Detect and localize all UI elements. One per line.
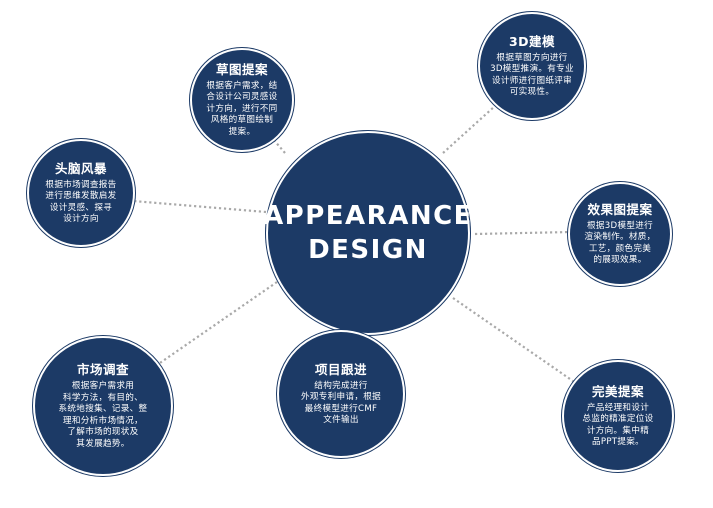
- node-market-text: 根据客户需求用 科学方法，有目的、 系统地搜集、记录、整 理和分析市场情况， 了…: [58, 381, 148, 449]
- connector-final: [452, 297, 584, 389]
- node-modeling-text: 根据草图方向进行 3D模型推演。有专业 设计师进行图纸评审 可实现性。: [490, 52, 574, 98]
- node-follow: 项目跟进 结构完成进行 外观专利申请，根据 最终模型进行CMF 文件输出: [277, 330, 405, 458]
- node-sketch: 草图提案 根据客户需求，结 合设计公司灵感设 计方向，进行不同 风格的草图绘制 …: [190, 48, 294, 152]
- connector-brainstorm: [132, 199, 267, 214]
- node-sketch-text: 根据客户需求，结 合设计公司灵感设 计方向，进行不同 风格的草图绘制 提案。: [206, 80, 278, 137]
- node-rendering-title: 效果图提案: [587, 201, 653, 217]
- connector-rendering: [474, 230, 572, 236]
- center-node: APPEARANCE DESIGN: [263, 131, 473, 335]
- node-market-title: 市场调查: [76, 362, 129, 377]
- connector-market: [156, 281, 278, 366]
- node-brainstorm-text: 根据市场调查报告 进行思维发散启发 设计灵感、探寻 设计方向: [45, 179, 117, 225]
- node-follow-text: 结构完成进行 外观专利申请，根据 最终模型进行CMF 文件输出: [300, 380, 382, 426]
- node-sketch-title: 草图提案: [215, 61, 268, 77]
- node-rendering: 效果图提案 根据3D模型进行 渲染制作。材质， 工艺，颜色完美 的展现效果。: [568, 182, 672, 286]
- node-rendering-text: 根据3D模型进行 渲染制作。材质， 工艺，颜色完美 的展现效果。: [584, 220, 656, 266]
- node-final: 完美提案 产品经理和设计 总监的精准定位设 计方向。集中精 品PPT提案。: [562, 360, 674, 472]
- center-title-line1: APPEARANCE: [263, 201, 473, 231]
- node-brainstorm-title: 头脑风暴: [54, 160, 107, 176]
- node-brainstorm: 头脑风暴 根据市场调查报告 进行思维发散启发 设计灵感、探寻 设计方向: [27, 139, 135, 247]
- node-final-text: 产品经理和设计 总监的精准定位设 计方向。集中精 品PPT提案。: [582, 402, 654, 448]
- node-modeling-title: 3D建模: [508, 33, 556, 49]
- node-modeling: 3D建模 根据草图方向进行 3D模型推演。有专业 设计师进行图纸评审 可实现性。: [478, 12, 586, 120]
- center-title-line2: DESIGN: [308, 235, 428, 265]
- node-final-title: 完美提案: [591, 383, 644, 399]
- node-market: 市场调查 根据客户需求用 科学方法，有目的、 系统地搜集、记录、整 理和分析市场…: [33, 336, 173, 476]
- connector-modeling: [442, 105, 496, 154]
- node-follow-title: 项目跟进: [314, 361, 367, 377]
